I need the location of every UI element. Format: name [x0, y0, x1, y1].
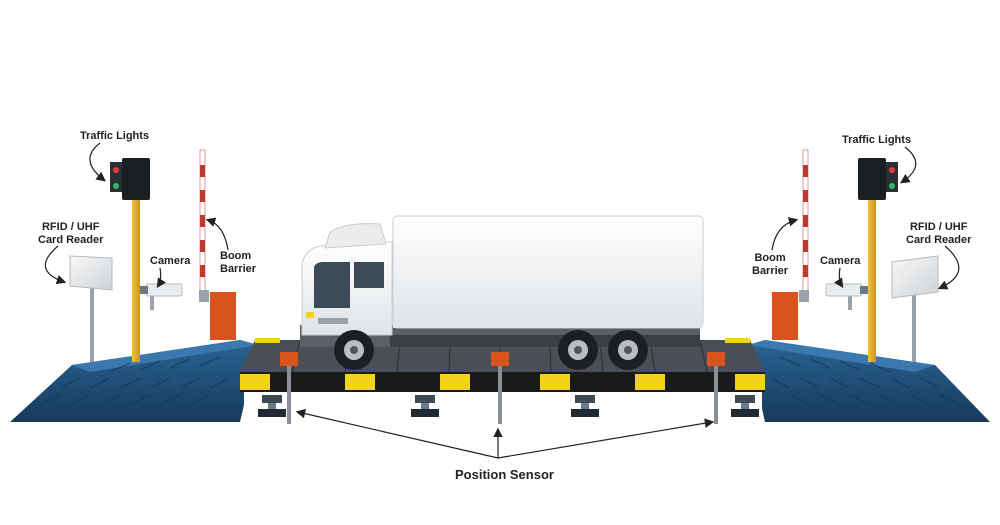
traffic-light-icon	[110, 158, 150, 362]
camera-icon	[825, 283, 868, 310]
label-traffic-lights-right: Traffic Lights	[842, 134, 912, 146]
label-position-sensor: Position Sensor	[455, 467, 554, 482]
boom-barrier-icon	[772, 149, 809, 340]
label-rfid-right: RFID / UHF Card Reader	[906, 221, 972, 246]
rfid-reader-icon	[69, 255, 113, 362]
label-camera-left: Camera	[150, 255, 191, 267]
left-ramp	[10, 340, 258, 422]
position-sensor-icon	[280, 352, 725, 424]
label-traffic-lights-left: Traffic Lights	[80, 130, 150, 142]
camera-icon	[140, 283, 183, 310]
traffic-light-icon	[858, 158, 898, 362]
boom-barrier-icon	[199, 149, 236, 340]
load-cell-icon	[258, 395, 759, 417]
label-rfid-left: RFID / UHF Card Reader	[38, 221, 104, 246]
label-boom-barrier-right: Boom Barrier	[752, 252, 789, 277]
annotation-arrows	[44, 142, 960, 459]
label-camera-right: Camera	[820, 255, 861, 267]
truck-icon	[300, 215, 704, 370]
rfid-reader-icon	[891, 255, 939, 362]
right-ramp	[748, 340, 990, 422]
weighbridge-platform	[240, 338, 765, 424]
label-boom-barrier-left: Boom Barrier	[220, 250, 257, 275]
